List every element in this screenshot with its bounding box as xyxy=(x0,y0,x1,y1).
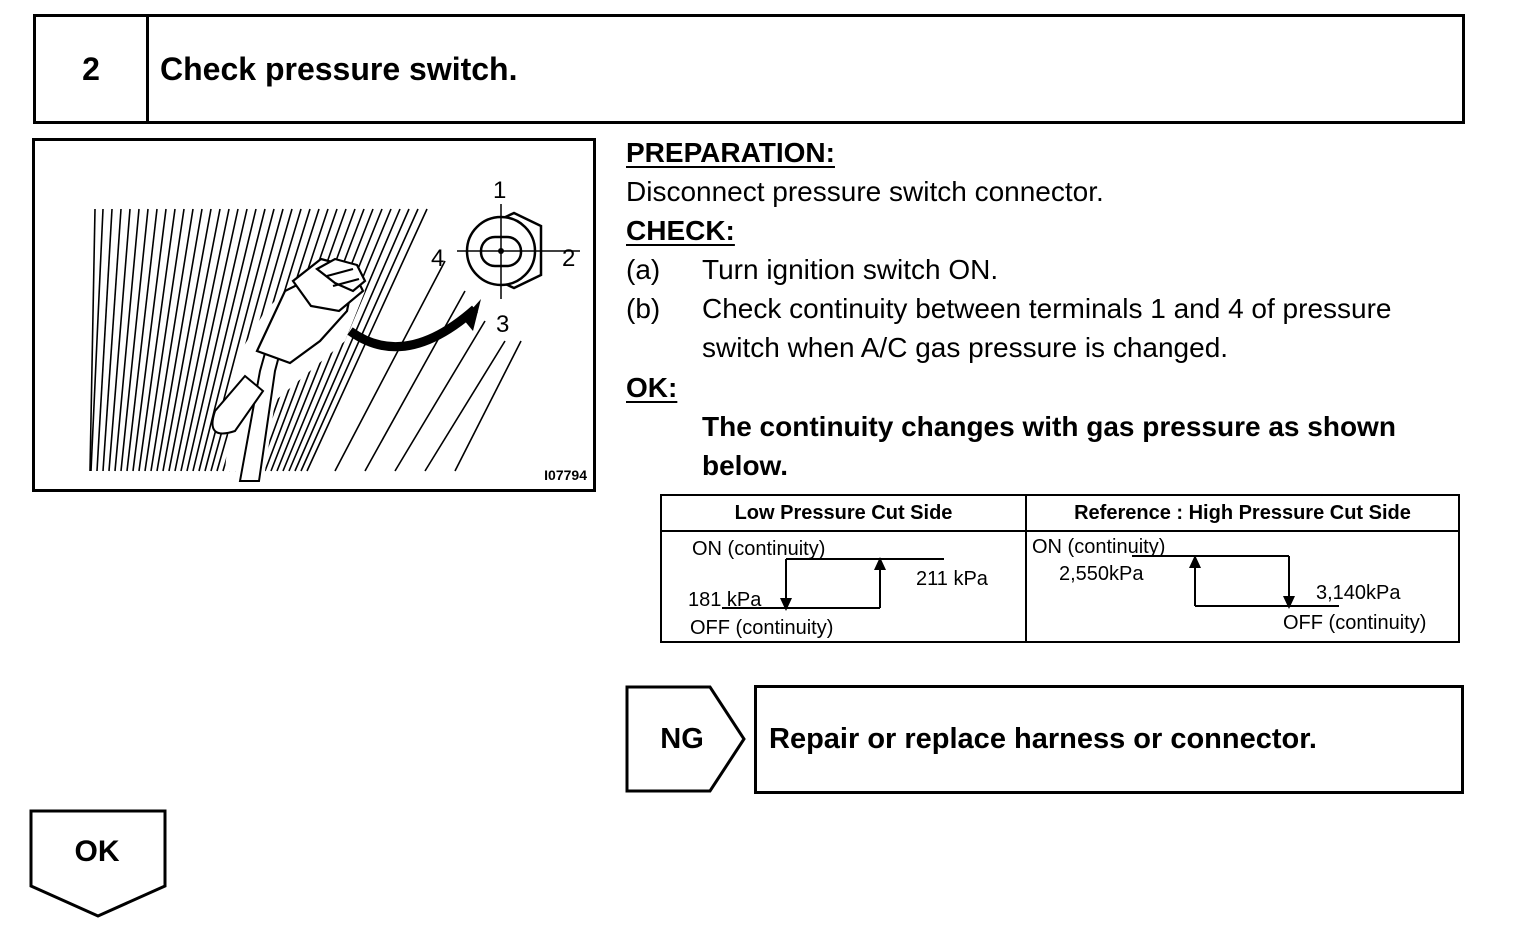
high-side-on-label: ON (continuity) xyxy=(1032,536,1166,558)
terminal-3-label: 3 xyxy=(496,311,510,338)
ok-text-line2: below. xyxy=(702,450,789,481)
check-heading: CHECK: xyxy=(626,215,735,246)
terminal-2-label: 2 xyxy=(562,245,576,272)
figure-code: I07794 xyxy=(544,467,587,483)
check-step-a-text: Turn ignition switch ON. xyxy=(702,254,999,285)
check-step-b-text-line1: Check continuity between terminals 1 and… xyxy=(702,293,1392,324)
step-number: 2 xyxy=(36,17,149,121)
low-side-on-pressure: 211 kPa xyxy=(916,568,988,590)
high-side-off-label: OFF (continuity) xyxy=(1283,612,1427,634)
ok-text-line1: The continuity changes with gas pressure… xyxy=(702,411,1396,442)
low-side-off-label: OFF (continuity) xyxy=(690,617,834,639)
step-header: 2 Check pressure switch. xyxy=(33,14,1465,124)
high-pressure-hysteresis-diagram xyxy=(1132,555,1339,609)
connector-face xyxy=(457,204,580,299)
check-step-a-marker: (a) xyxy=(626,254,661,285)
low-pressure-header: Low Pressure Cut Side xyxy=(662,496,1027,532)
low-side-off-pressure: 181 kPa xyxy=(688,589,762,611)
high-pressure-header: Reference : High Pressure Cut Side xyxy=(1027,496,1458,532)
pressure-continuity-table: Low Pressure Cut Side Reference : High P… xyxy=(660,494,1460,643)
switch-body xyxy=(255,257,367,365)
ng-action-text: Repair or replace harness or connector. xyxy=(769,723,1317,755)
high-side-on-pressure: 2,550kPa xyxy=(1059,563,1144,585)
low-side-on-label: ON (continuity) xyxy=(692,538,826,560)
ng-label: NG xyxy=(660,722,704,755)
pipe xyxy=(211,339,285,482)
ng-arrow-shape xyxy=(625,685,746,793)
ng-result-box: Repair or replace harness or connector. xyxy=(754,685,1464,794)
check-step-b-marker: (b) xyxy=(626,293,661,324)
ok-label-wrap: OK xyxy=(28,822,166,882)
terminal-4-label: 4 xyxy=(431,245,445,272)
low-pressure-hysteresis-diagram xyxy=(722,557,944,611)
ok-arrow-shape xyxy=(29,809,167,918)
pressure-switch-drawing xyxy=(89,204,580,482)
table-divider xyxy=(1025,530,1027,641)
ng-label-wrap: NG xyxy=(624,684,740,794)
pressure-switch-illustration: 1 2 3 4 I07794 xyxy=(32,138,596,492)
ok-flow-label: OK xyxy=(74,835,120,868)
step-title: Check pressure switch. xyxy=(160,50,518,87)
check-step-b-text-line2: switch when A/C gas pressure is changed. xyxy=(702,332,1229,363)
ok-heading: OK: xyxy=(626,372,678,403)
preparation-heading: PREPARATION: xyxy=(626,137,835,168)
high-side-off-pressure: 3,140kPa xyxy=(1316,582,1401,604)
preparation-text: Disconnect pressure switch connector. xyxy=(626,176,1104,207)
pointer-arrow xyxy=(347,305,478,352)
terminal-1-label: 1 xyxy=(493,177,507,204)
